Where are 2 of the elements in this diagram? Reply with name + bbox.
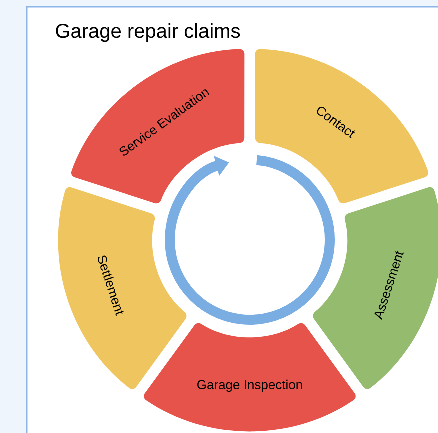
title: Garage repair claims [56, 24, 240, 42]
cycle-segment: Garage Inspection [144, 323, 356, 432]
